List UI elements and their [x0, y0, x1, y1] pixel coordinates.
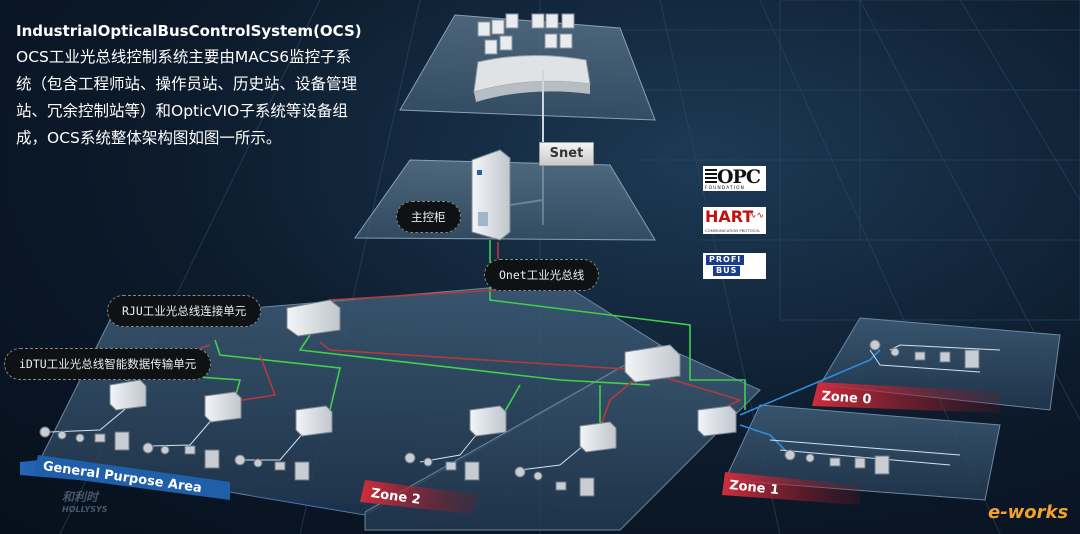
zone2-floor [364, 344, 761, 531]
onet-label: Onet工业光总线 [484, 259, 600, 291]
io-units [109, 299, 737, 453]
rju-unit [286, 299, 341, 337]
intro-text: IndustrialOpticalBusControlSystem(OCS) O… [16, 22, 366, 152]
field-instruments [39, 339, 980, 497]
snet-label: Snet [539, 142, 594, 166]
idtu-label: iDTU工业光总线智能数据传输单元 [4, 348, 212, 380]
operator-console [473, 13, 591, 102]
main-cabinet [471, 149, 511, 241]
rju-label: RJU工业光总线连接单元 [107, 295, 262, 327]
eworks-watermark: e-works [988, 502, 1069, 523]
profibus-logo: PROFI BUS [703, 253, 766, 279]
zone0-bar [812, 382, 1000, 413]
rju-unit-2 [624, 344, 681, 383]
optical-bus-cables [49, 240, 1001, 471]
hart-logo: HART ∿∿ COMMUNICATION PROTOCOL [703, 207, 766, 234]
intro-title: IndustrialOpticalBusControlSystem(OCS) [16, 22, 362, 40]
zone1-bar [722, 472, 860, 505]
zone1-floor [724, 404, 1001, 501]
hollysys-watermark: 和利时 HOLLYSYS [62, 490, 108, 514]
zone2-bar [360, 480, 480, 514]
main-cabinet-label: 主控柜 [396, 201, 461, 233]
intro-paragraph: OCS工业光总线控制系统主要由MACS6监控子系统（包含工程师站、操作员站、历史… [16, 48, 358, 147]
opc-foundation-logo: OPC FOUNDATION [703, 166, 766, 191]
idtu-unit [109, 379, 147, 411]
general-area-bar-main [34, 455, 230, 500]
background-grid [59, 0, 1080, 534]
